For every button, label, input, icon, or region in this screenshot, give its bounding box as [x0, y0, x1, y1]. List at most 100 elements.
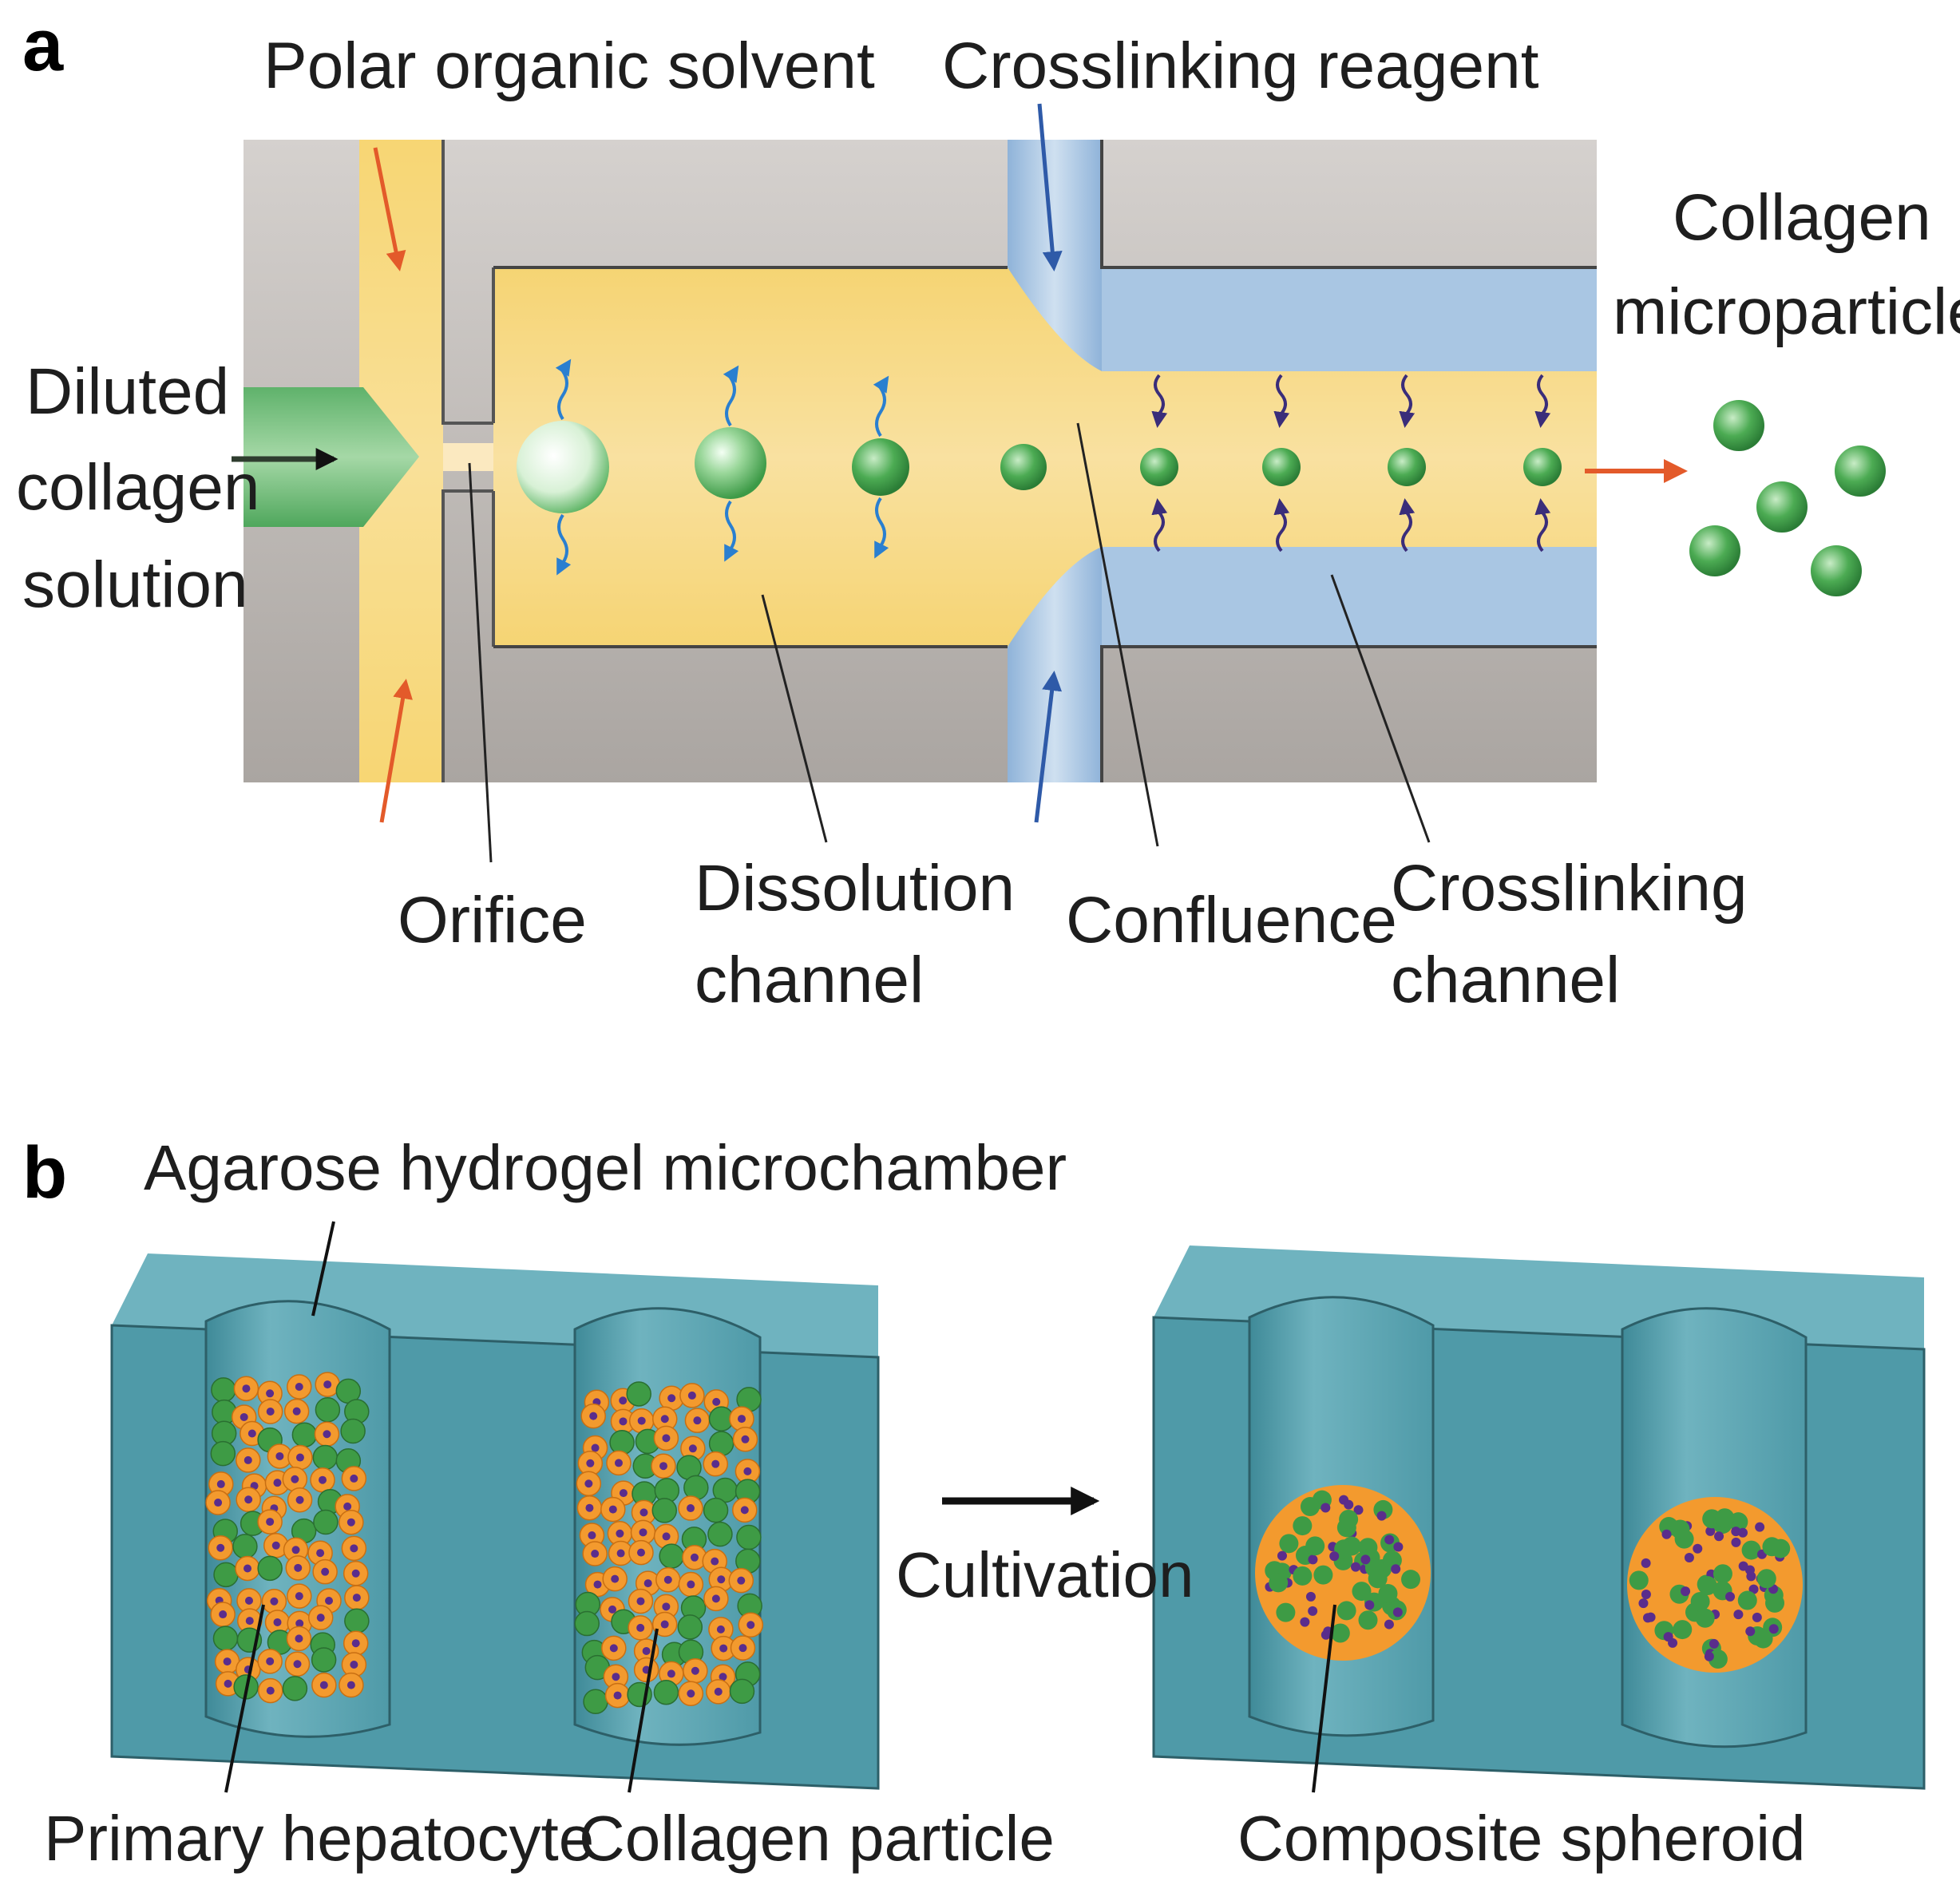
hepatocyte-nucleus	[660, 1415, 669, 1424]
label-crosslinking-reagent: Crosslinking reagent	[942, 30, 1539, 102]
collagen-particle	[729, 1678, 755, 1705]
hepatocyte-nucleus	[636, 1548, 645, 1557]
hepatocyte-nucleus	[1684, 1553, 1694, 1563]
hepatocyte-nucleus	[244, 1495, 253, 1504]
hepatocyte-nucleus	[738, 1644, 747, 1653]
hepatocyte-nucleus	[591, 1550, 600, 1558]
hepatocyte-nucleus	[719, 1673, 727, 1681]
collagen-particle	[1715, 1508, 1735, 1528]
hepatocyte-nucleus	[1300, 1617, 1310, 1627]
label-collagen-micro-1: Collagen	[1673, 181, 1931, 254]
collagen-particle	[213, 1562, 239, 1588]
hepatocyte-nucleus	[637, 1416, 646, 1425]
hepatocyte-nucleus	[1768, 1624, 1779, 1634]
hepatocyte-nucleus	[643, 1579, 652, 1588]
collagen-particle	[313, 1509, 339, 1535]
collagen-particle	[340, 1418, 366, 1444]
well-2-cells	[574, 1381, 764, 1715]
collagen-particle	[291, 1422, 318, 1447]
hepatocyte-nucleus	[350, 1660, 358, 1669]
hepatocyte-nucleus	[266, 1389, 275, 1398]
hepatocyte-nucleus	[295, 1382, 303, 1391]
hepatocyte-nucleus	[1329, 1551, 1340, 1562]
hepatocyte-nucleus	[214, 1499, 223, 1507]
panel-b: b Agarose hydrogel microchamber	[22, 1132, 1926, 1874]
collagen-particle	[707, 1521, 733, 1547]
hepatocyte-nucleus	[273, 1618, 282, 1626]
hepatocyte-nucleus	[711, 1557, 719, 1566]
collagen-particle	[736, 1524, 762, 1550]
collagen-particle	[1336, 1601, 1356, 1621]
hepatocyte-nucleus	[1752, 1612, 1762, 1622]
collagen-particle	[1313, 1565, 1333, 1585]
hepatocyte-nucleus	[690, 1553, 699, 1562]
hepatocyte-nucleus	[224, 1679, 232, 1688]
hepatocyte-nucleus	[1308, 1606, 1318, 1616]
collagen-particle	[1378, 1583, 1398, 1603]
hepatocyte-nucleus	[619, 1396, 628, 1405]
collagen-particle	[212, 1626, 239, 1651]
hepatocyte-nucleus	[1308, 1554, 1318, 1565]
dissolution-channel-tint	[493, 267, 1597, 647]
hepatocyte-nucleus	[1641, 1590, 1651, 1600]
label-polar-solvent: Polar organic solvent	[263, 30, 875, 102]
collagen-particle	[1293, 1516, 1313, 1536]
spheroid-2-inclusions	[1629, 1508, 1791, 1669]
hepatocyte-nucleus	[266, 1518, 275, 1527]
collagen-particle	[1713, 1564, 1732, 1584]
hepatocyte-nucleus	[352, 1594, 361, 1602]
hepatocyte-nucleus	[1642, 1613, 1653, 1623]
solvent-escape-arrows	[555, 358, 889, 576]
hepatocyte-nucleus	[740, 1506, 749, 1515]
hepatocyte-nucleus	[1384, 1619, 1394, 1630]
hepatocyte-nucleus	[245, 1617, 254, 1626]
hepatocyte-nucleus	[1391, 1564, 1401, 1574]
hepatocyte-nucleus	[639, 1508, 648, 1517]
hepatocyte-nucleus	[266, 1657, 275, 1665]
crosslinker-arrows	[1151, 374, 1551, 552]
label-cultivation: Cultivation	[896, 1539, 1194, 1610]
label-diluted-3: solution	[22, 548, 248, 621]
hepatocyte-nucleus	[662, 1602, 671, 1611]
droplet-4	[1000, 444, 1047, 490]
label-crosslinking-ch-2: channel	[1391, 944, 1620, 1016]
hepatocyte-nucleus	[266, 1408, 275, 1416]
hepatocyte-nucleus	[273, 1479, 282, 1487]
hepatocyte-nucleus	[612, 1673, 620, 1681]
hepatocyte-nucleus	[216, 1543, 225, 1552]
hepatocyte-nucleus	[719, 1644, 728, 1653]
hepatocyte-nucleus	[1392, 1607, 1403, 1618]
collagen-particle	[1305, 1536, 1325, 1556]
hepatocyte-nucleus	[712, 1397, 721, 1406]
hepatocyte-nucleus	[351, 1639, 360, 1648]
collagen-particle	[1358, 1610, 1378, 1630]
collagen-particle	[1762, 1537, 1782, 1557]
hepatocyte-nucleus	[1384, 1534, 1395, 1545]
hepatocyte-nucleus	[636, 1597, 645, 1606]
spheroid-1-inclusions	[1265, 1490, 1421, 1643]
hepatocyte-nucleus	[266, 1686, 275, 1695]
hepatocyte-nucleus	[737, 1415, 746, 1424]
hepatocyte-nucleus	[589, 1412, 598, 1420]
hepatocyte-nucleus	[350, 1544, 358, 1553]
hepatocyte-nucleus	[743, 1467, 752, 1475]
collagen-particle	[677, 1614, 703, 1640]
hepatocyte-nucleus	[1663, 1632, 1673, 1642]
hepatocyte-nucleus	[223, 1657, 232, 1666]
hepatocyte-nucleus	[295, 1453, 304, 1462]
crosslink-arrow-bottom	[1034, 671, 1063, 823]
crosslink-wall-top	[1100, 140, 1597, 269]
crosslink-arrow-top	[1037, 103, 1063, 271]
hepatocyte-nucleus	[716, 1625, 725, 1634]
hepatocyte-nucleus	[691, 1666, 699, 1675]
collagen-particle	[1673, 1620, 1693, 1640]
hepatocyte-nucleus	[316, 1549, 325, 1558]
hepatocyte-nucleus	[1733, 1610, 1744, 1620]
hepatocyte-nucleus	[275, 1451, 284, 1460]
hepatocyte-nucleus	[350, 1474, 358, 1483]
label-collagen-particle: Collagen particle	[579, 1803, 1055, 1874]
well-1-cells	[205, 1372, 370, 1704]
collagen-particle	[1293, 1566, 1313, 1586]
hepatocyte-nucleus	[1704, 1651, 1714, 1661]
hepatocyte-nucleus	[662, 1532, 671, 1541]
